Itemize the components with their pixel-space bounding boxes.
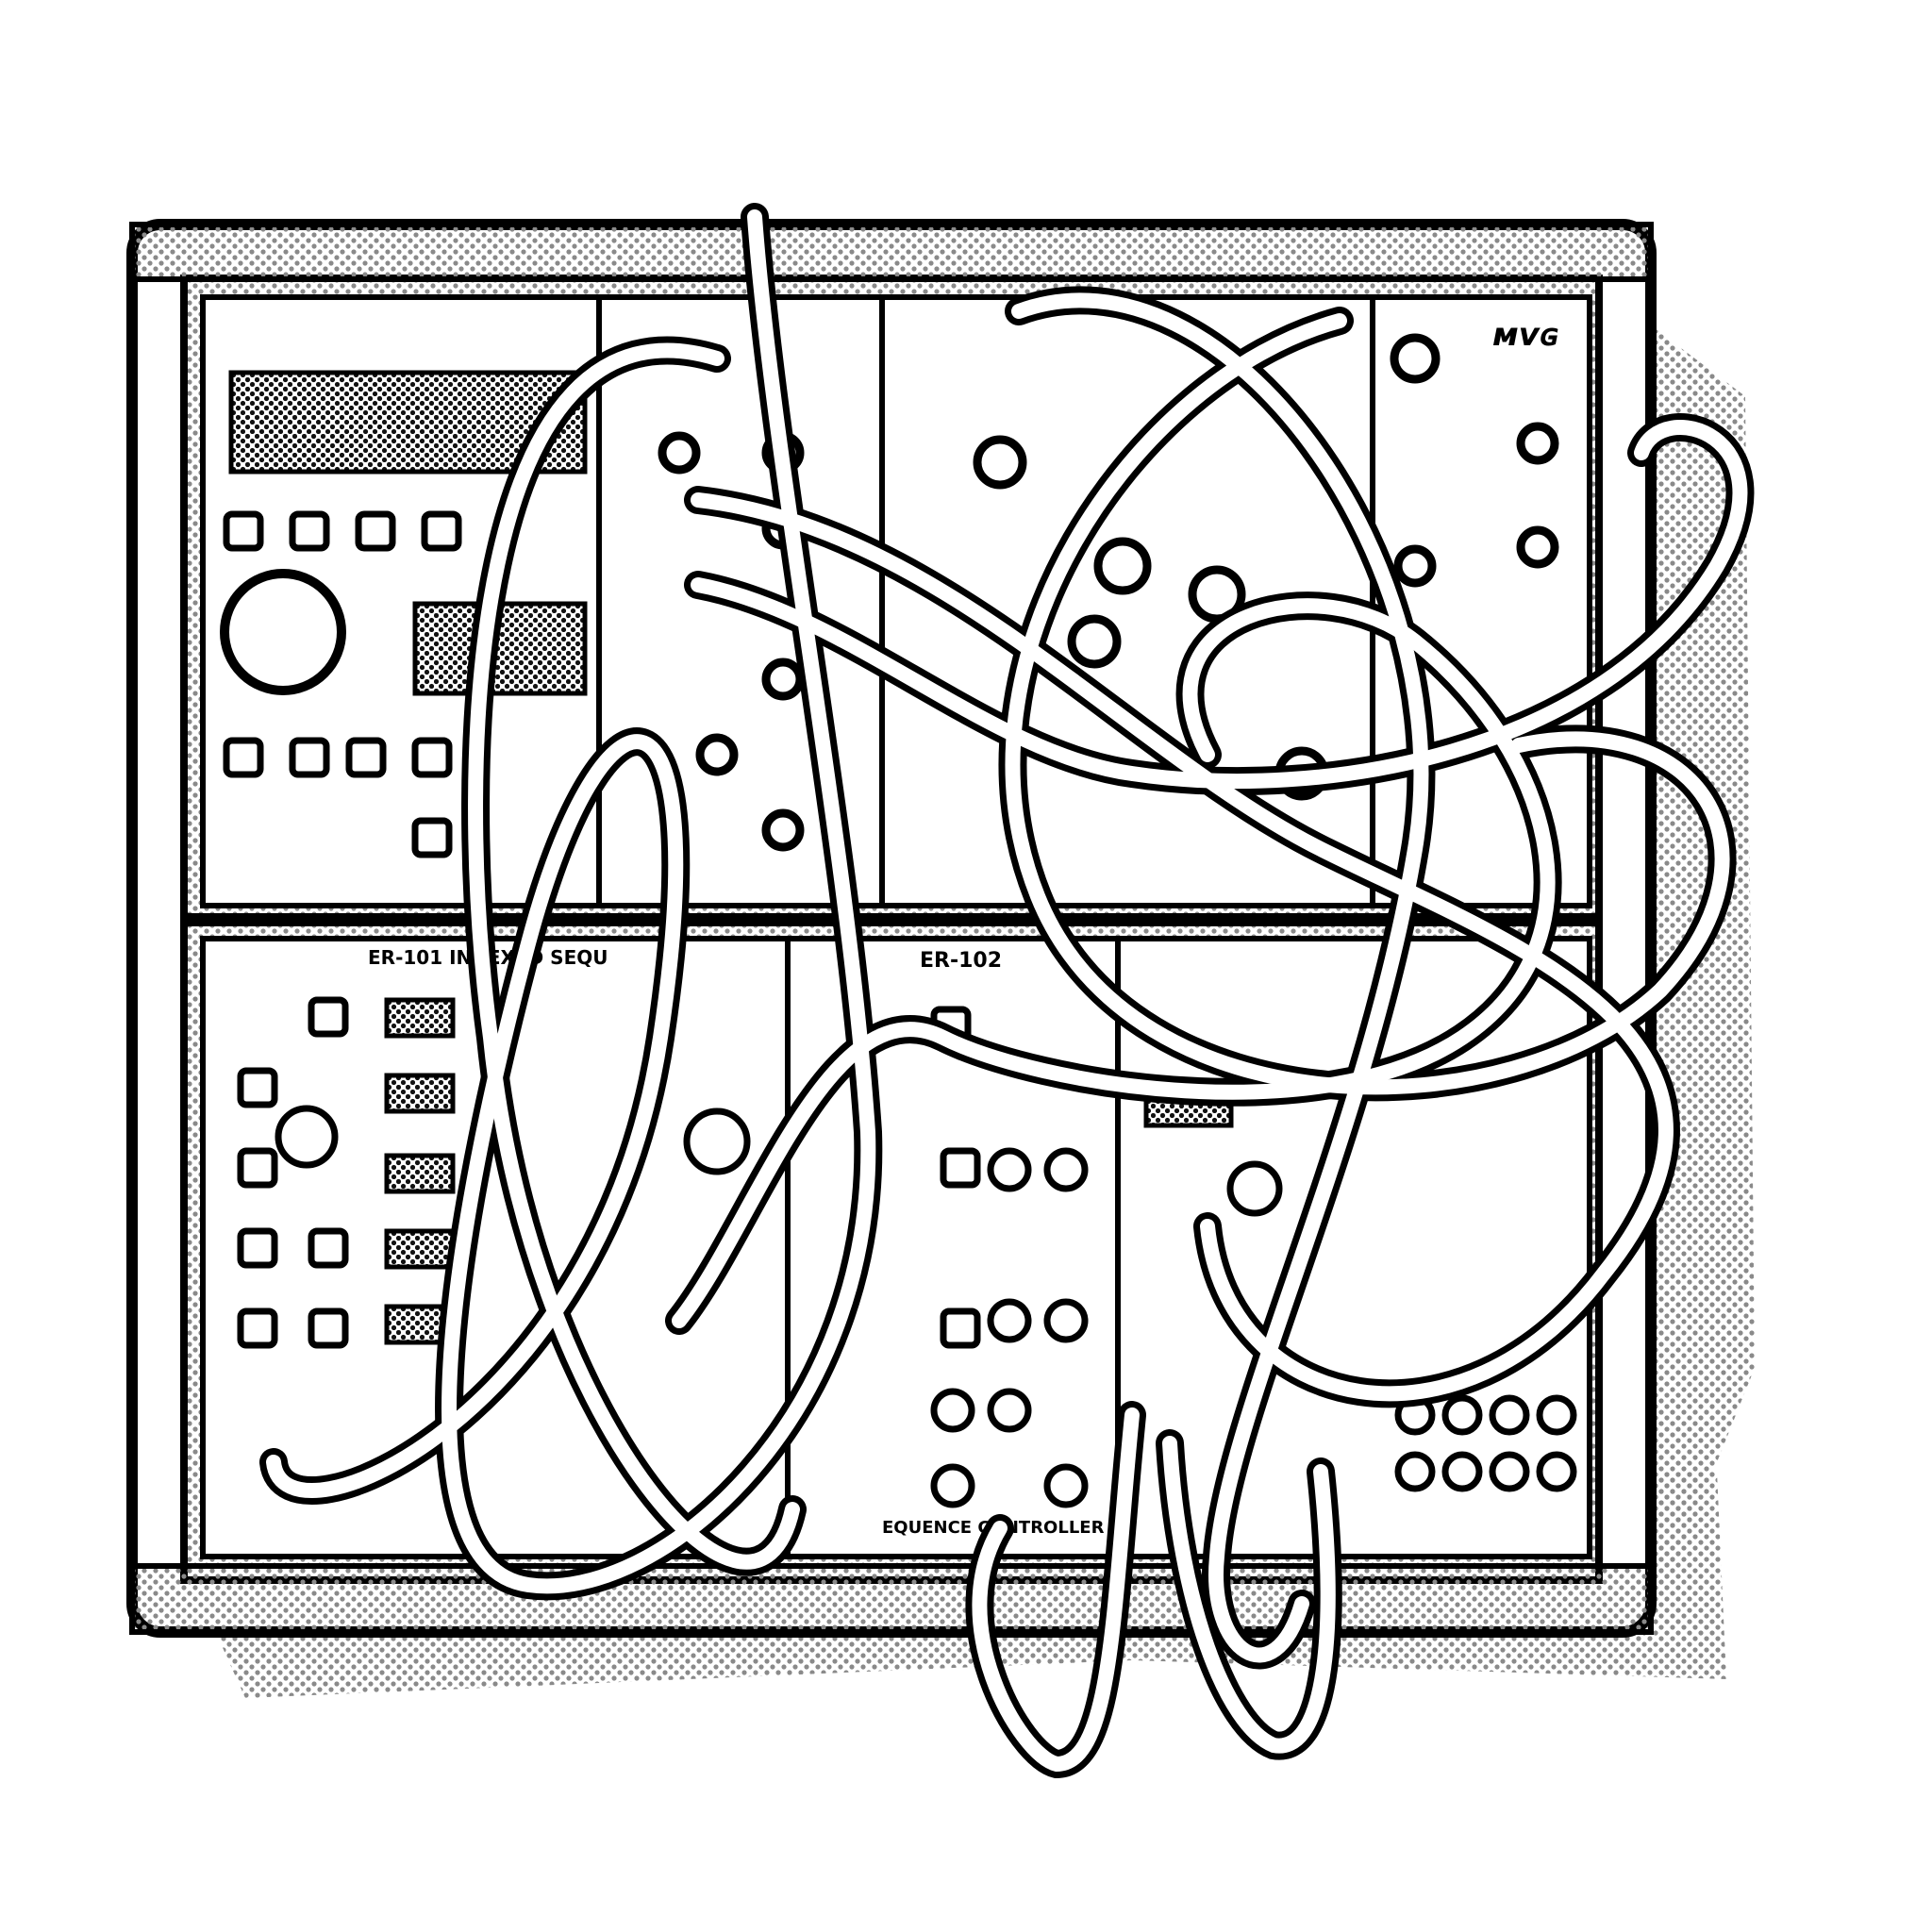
er102-label: ER-102 [920,949,1002,973]
patch-cables [259,203,1755,1779]
big-knob [220,569,346,695]
top-row-modules: ᴍvɢ [200,294,1592,908]
logo-mark: ᴍvɢ [1492,316,1559,354]
